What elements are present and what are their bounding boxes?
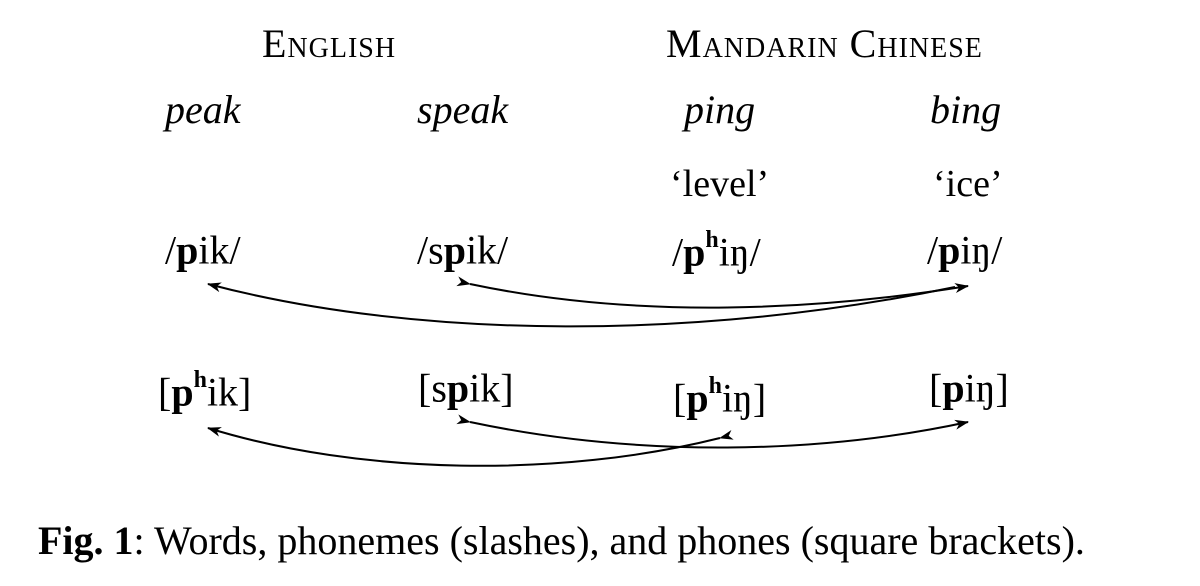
phone-speak: [spik] bbox=[418, 365, 514, 411]
arrow-phone-ping-to-peak bbox=[207, 427, 734, 467]
phoneme-speak: /spik/ bbox=[417, 227, 509, 273]
word-ping: ping bbox=[684, 87, 756, 132]
word-bing: bing bbox=[930, 87, 1002, 132]
phoneme-peak: /pik/ bbox=[165, 227, 241, 273]
header-english: English bbox=[262, 21, 397, 66]
arrow-phoneme-speak-to-bing bbox=[456, 276, 969, 309]
header-mandarin: Mandarin Chinese bbox=[666, 21, 983, 66]
arrow-phone-speak-to-bing bbox=[456, 414, 969, 449]
phone-peak: [phik] bbox=[158, 367, 252, 415]
arrow-phoneme-bing-to-peak bbox=[207, 282, 956, 328]
word-peak: peak bbox=[165, 87, 241, 132]
word-speak: speak bbox=[417, 87, 509, 132]
phoneme-ping: /phiŋ/ bbox=[672, 227, 761, 275]
phone-bing: [piŋ] bbox=[929, 365, 1009, 411]
phoneme-bing: /piŋ/ bbox=[927, 227, 1003, 273]
figure-caption: Fig. 1: Words, phonemes (slashes), and p… bbox=[38, 518, 1085, 563]
gloss-ping: ‘level’ bbox=[670, 163, 770, 205]
gloss-bing: ‘ice’ bbox=[933, 163, 1003, 205]
phone-ping: [phiŋ] bbox=[673, 373, 767, 421]
